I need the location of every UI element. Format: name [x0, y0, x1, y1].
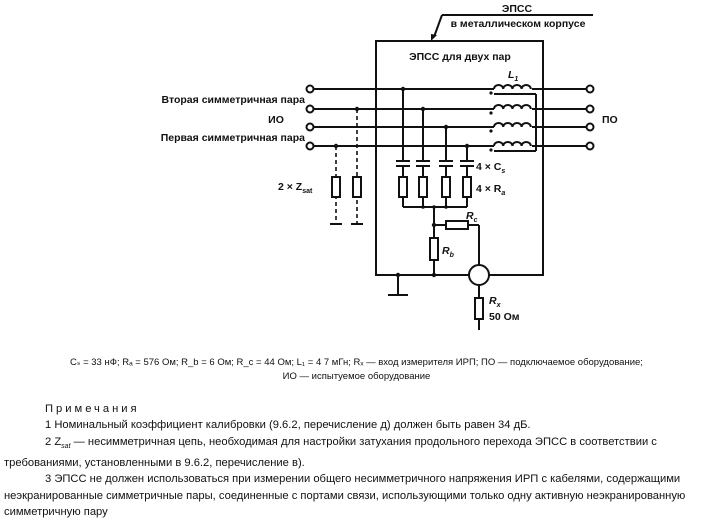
inductor-label: L1	[508, 69, 518, 83]
terminals	[305, 84, 595, 151]
box-title: ЭПСС для двух пар	[409, 51, 511, 63]
note-1: 1 Номинальный коэффициент калибровки (9.…	[45, 419, 531, 432]
leader-line	[433, 14, 443, 38]
label-first-pair: Первая симметричная пара	[161, 132, 305, 144]
figure-caption: Cₛ = 33 нФ; Rₐ = 576 Ом; R_b = 6 Ом; R_c…	[0, 356, 713, 384]
capacitor-resistor-branches	[396, 86, 474, 209]
notes-heading: Примечания	[45, 403, 140, 415]
resistor-label: 4 × Ra	[476, 183, 505, 197]
zsat-label: 2 × Zsat	[278, 181, 313, 195]
zsat-network	[330, 106, 363, 225]
rx-label: Rx	[489, 295, 502, 309]
caption-line-1: Cₛ = 33 нФ; Rₐ = 576 Ом; R_b = 6 Ом; R_c…	[70, 357, 643, 368]
rb-label: Rb	[442, 245, 455, 259]
enclosure-subtitle: в металлическом корпусе	[451, 18, 586, 30]
note-3: 3 ЭПСС не должен использоваться при изме…	[4, 473, 686, 519]
caption-line-2: ИО — испытуемое оборудование	[282, 371, 431, 382]
circuit-diagram: ЭПСС в металлическом корпусе ЭПСС для дв…	[161, 3, 618, 330]
note-2: 2 Zsat — несимметричная цепь, необходима…	[4, 435, 657, 470]
inductor-coils	[489, 84, 537, 152]
enclosure-title: ЭПСС	[502, 3, 533, 15]
label-second-pair: Вторая симметричная пара	[162, 94, 306, 106]
label-eut: ИО	[268, 114, 284, 126]
capacitor-label: 4 × Cs	[476, 161, 505, 175]
label-ae: ПО	[602, 114, 618, 126]
signal-lines	[314, 88, 586, 147]
notes-section: Примечания 1 Номинальный коэффициент кал…	[4, 401, 709, 520]
leader-arrow-icon	[431, 34, 437, 41]
measurement-network	[388, 207, 490, 330]
rc-label: Rc	[466, 210, 478, 224]
epss-enclosure-box	[375, 40, 544, 276]
rx-value: 50 Ом	[489, 311, 520, 323]
